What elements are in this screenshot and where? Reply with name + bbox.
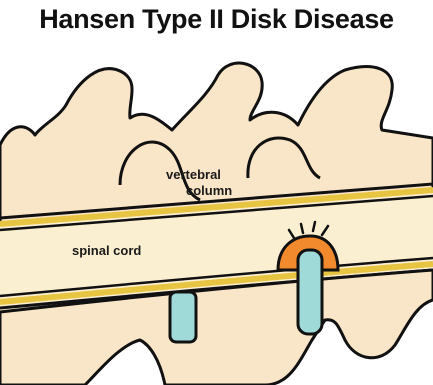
label-vertebral: vertebral [166,167,221,182]
label-column: column [186,183,232,198]
label-spinal-cord: spinal cord [72,243,141,258]
intervertebral-disk-normal [170,292,196,342]
intervertebral-disk-herniated [298,250,322,334]
